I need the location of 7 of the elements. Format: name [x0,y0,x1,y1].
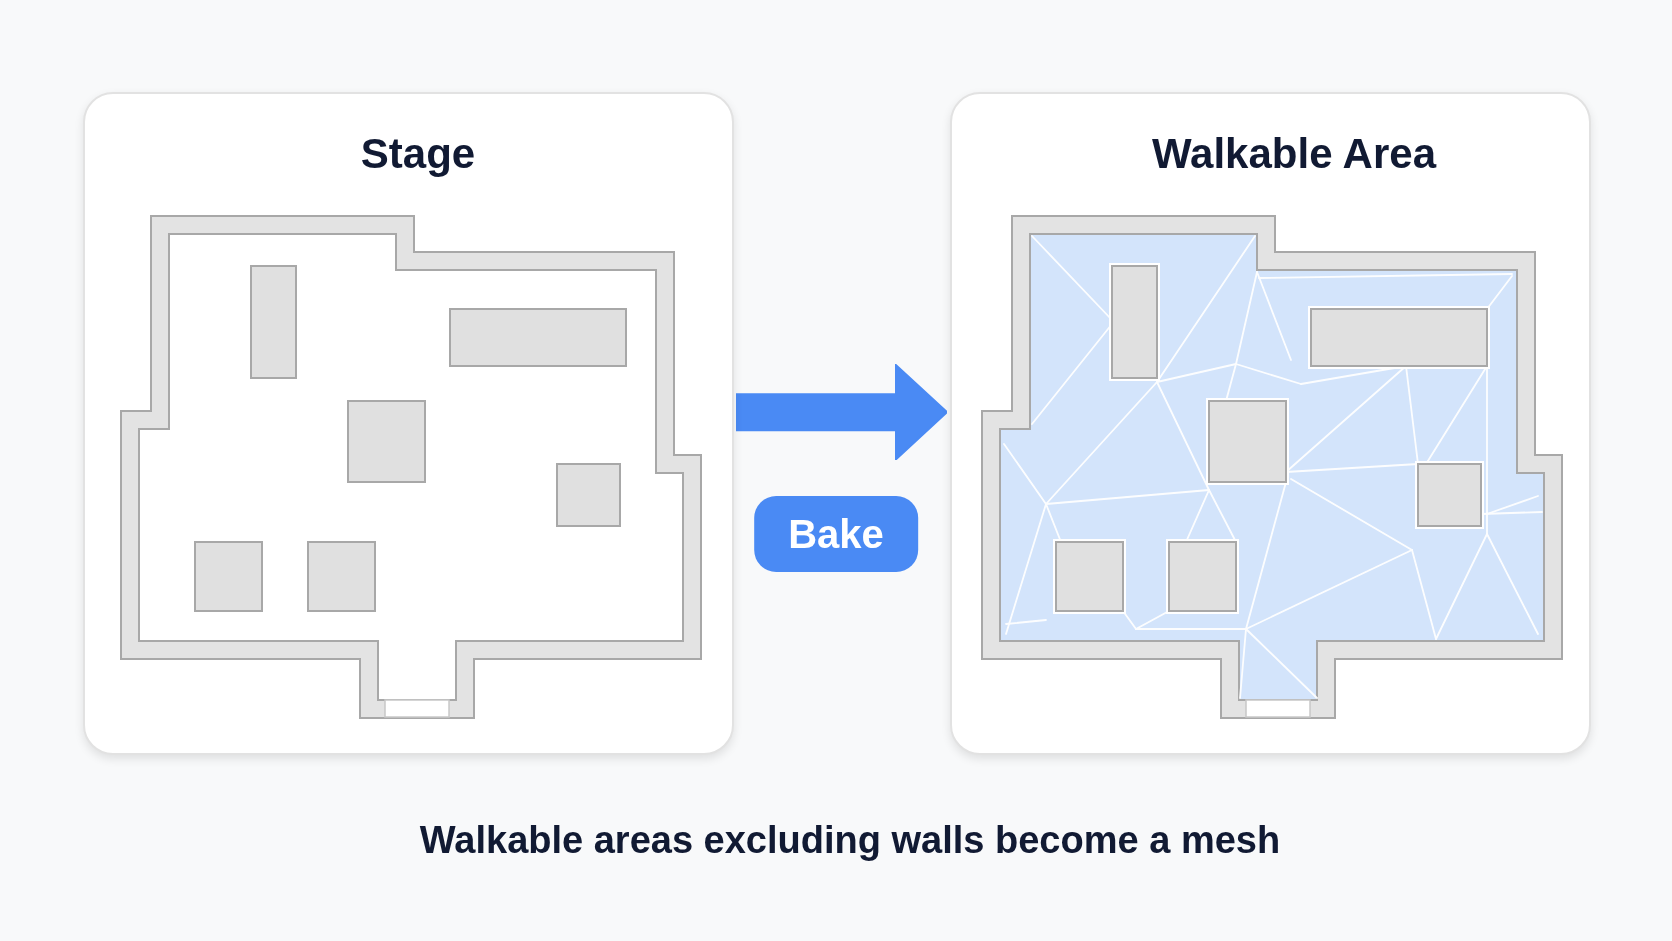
panel-title: Stage [360,130,476,179]
panel-card [950,92,1591,755]
edge-label: Bake [754,496,918,573]
panel-title: Walkable Area [1152,130,1436,179]
caption: Walkable areas excluding walls become a mesh [419,818,1281,863]
arrow [736,363,948,462]
panel-card [83,92,734,755]
